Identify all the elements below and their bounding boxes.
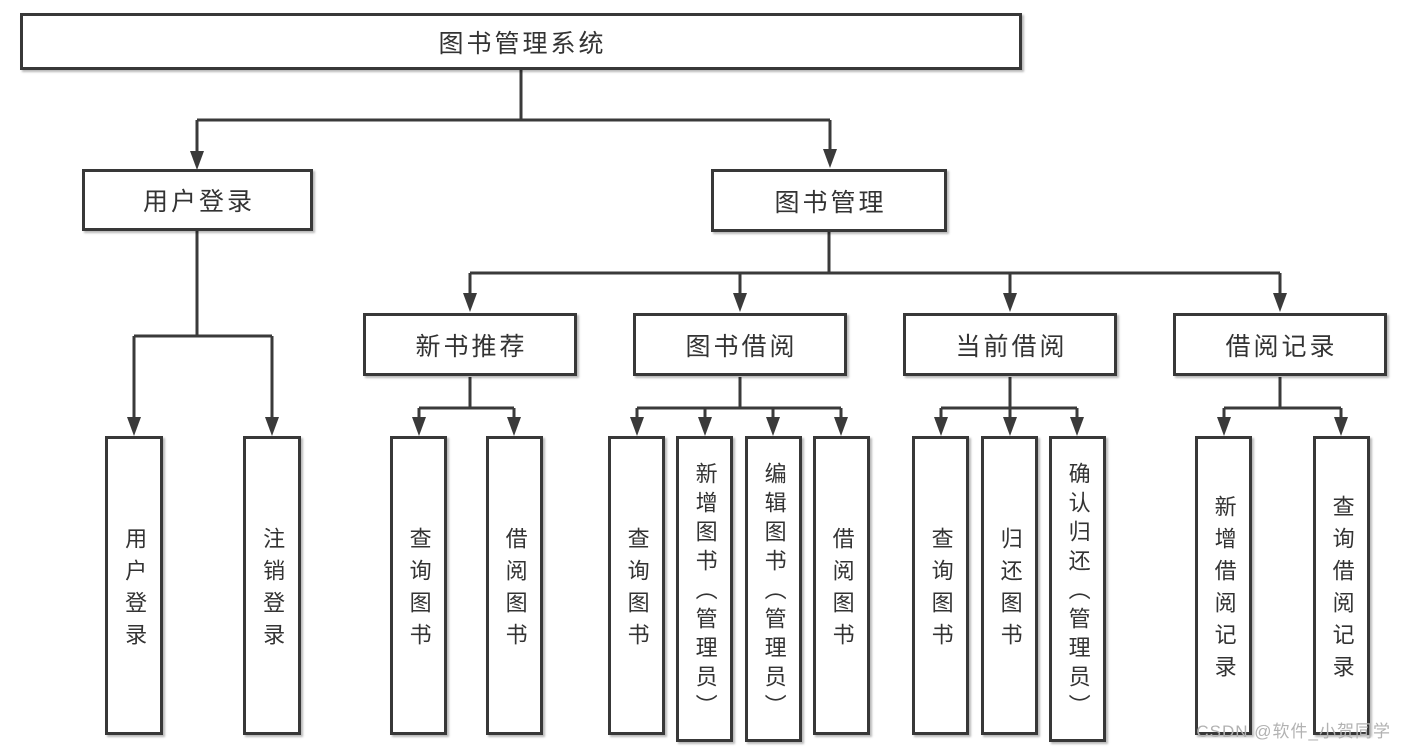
node-user-login-label: 用户登录	[142, 188, 255, 216]
leaf-logout-login-label: 注销登录	[260, 526, 286, 655]
leaf-query-books-current: 查询图书	[912, 436, 969, 735]
leaf-add-borrow-record-label: 新增借阅记录	[1211, 494, 1237, 687]
node-borrow-records-label: 借阅记录	[1225, 332, 1338, 361]
leaf-logout-login: 注销登录	[243, 436, 301, 735]
csdn-watermark: CSDN @软件_小贺同学	[1196, 722, 1391, 741]
leaf-query-borrow-record-label: 查询借阅记录	[1329, 494, 1355, 687]
leaf-confirm-return-admin: 确认归还（管理员）	[1049, 436, 1106, 742]
leaf-query-books-borrow: 查询图书	[608, 436, 665, 735]
node-book-borrow: 图书借阅	[633, 313, 847, 376]
connector-paths	[132, 68, 1343, 418]
node-current-borrow-label: 当前借阅	[955, 332, 1068, 361]
node-borrow-records: 借阅记录	[1173, 313, 1387, 376]
leaf-query-books-recommend-label: 查询图书	[406, 526, 432, 655]
leaf-query-borrow-record: 查询借阅记录	[1313, 436, 1370, 735]
leaf-return-book: 归还图书	[981, 436, 1038, 735]
node-new-book-recommend: 新书推荐	[363, 313, 577, 376]
leaf-query-books-recommend: 查询图书	[390, 436, 447, 735]
leaf-edit-book-admin: 编辑图书（管理员）	[745, 436, 802, 742]
leaf-borrow-books-recommend: 借阅图书	[486, 436, 543, 735]
leaf-query-books-borrow-label: 查询图书	[624, 526, 650, 655]
leaf-user-login: 用户登录	[105, 436, 163, 735]
node-current-borrow: 当前借阅	[903, 313, 1117, 376]
leaf-confirm-return-admin-label: 确认归还（管理员）	[1065, 462, 1091, 723]
leaf-borrow-books-recommend-label: 借阅图书	[502, 526, 528, 655]
node-user-login: 用户登录	[82, 169, 313, 231]
leaf-return-book-label: 归还图书	[997, 526, 1023, 655]
node-book-management: 图书管理	[711, 169, 947, 232]
leaf-query-books-current-label: 查询图书	[928, 526, 954, 655]
node-library-system: 图书管理系统	[20, 13, 1022, 70]
leaf-add-book-admin-label: 新增图书（管理员）	[692, 462, 718, 723]
leaf-borrow-books: 借阅图书	[813, 436, 870, 735]
node-new-book-recommend-label: 新书推荐	[415, 332, 528, 361]
leaf-user-login-label: 用户登录	[122, 526, 148, 655]
leaf-edit-book-admin-label: 编辑图书（管理员）	[761, 462, 787, 723]
node-book-borrow-label: 图书借阅	[685, 332, 798, 361]
leaf-borrow-books-label: 借阅图书	[829, 526, 855, 655]
leaf-add-book-admin: 新增图书（管理员）	[676, 436, 733, 742]
node-library-system-label: 图书管理系统	[438, 29, 607, 58]
node-book-management-label: 图书管理	[774, 188, 887, 217]
arrowheads	[127, 149, 1348, 436]
leaf-add-borrow-record: 新增借阅记录	[1195, 436, 1252, 735]
